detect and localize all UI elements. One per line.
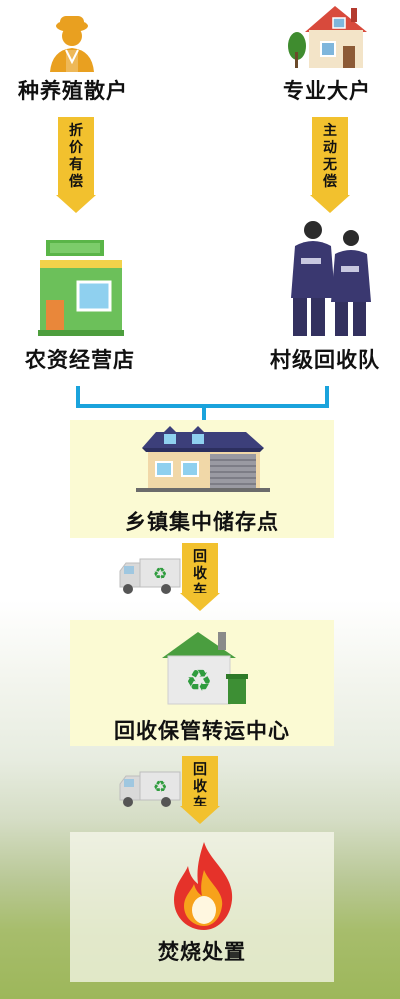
truck-arrow-2: 回收车	[182, 756, 218, 812]
storage-point-panel: 乡镇集中储存点	[70, 420, 334, 538]
storage-point-label: 乡镇集中储存点	[125, 510, 279, 534]
flame-icon	[170, 840, 238, 932]
truck-arrow-2-label: 回收车	[193, 762, 207, 812]
voluntary-arrow-head	[310, 195, 350, 213]
bracket-right-leg	[325, 386, 329, 408]
transfer-center-label: 回收保管转运中心	[114, 719, 290, 743]
recycle-truck-icon: ♻	[118, 557, 182, 597]
svg-text:♻: ♻	[153, 564, 167, 583]
truck-arrow-2-head	[180, 806, 220, 824]
workers-icon	[283, 218, 379, 338]
truck-arrow-1-label: 回收车	[193, 549, 207, 599]
voluntary-arrow-label: 主动无偿	[323, 123, 337, 190]
house-icon	[285, 0, 375, 70]
bracket-left-leg	[76, 386, 80, 408]
incineration-label: 焚烧处置	[158, 940, 246, 964]
discount-arrow-head	[56, 195, 96, 213]
left-source-label: 种养殖散户	[18, 79, 128, 103]
transfer-center-panel: ♻ 回收保管转运中心	[70, 620, 334, 746]
voluntary-arrow: 主动无偿	[312, 117, 348, 195]
warehouse-icon	[136, 426, 270, 492]
bracket-stem	[202, 404, 206, 420]
right-node-label: 村级回收队	[270, 348, 380, 372]
left-node-label: 农资经营店	[25, 348, 135, 372]
recycling-center-icon: ♻	[156, 628, 252, 708]
truck-arrow-1: 回收车	[182, 543, 218, 599]
svg-text:♻: ♻	[153, 777, 167, 796]
recycle-truck-icon-2: ♻	[118, 770, 182, 810]
shop-icon	[38, 238, 128, 336]
incineration-panel: 焚烧处置	[70, 832, 334, 982]
discount-arrow-label: 折价有偿	[69, 123, 83, 190]
right-source-label: 专业大户	[283, 79, 371, 103]
discount-arrow: 折价有偿	[58, 117, 94, 195]
svg-text:♻: ♻	[186, 664, 213, 699]
truck-arrow-1-head	[180, 593, 220, 611]
farmer-icon	[44, 10, 100, 72]
